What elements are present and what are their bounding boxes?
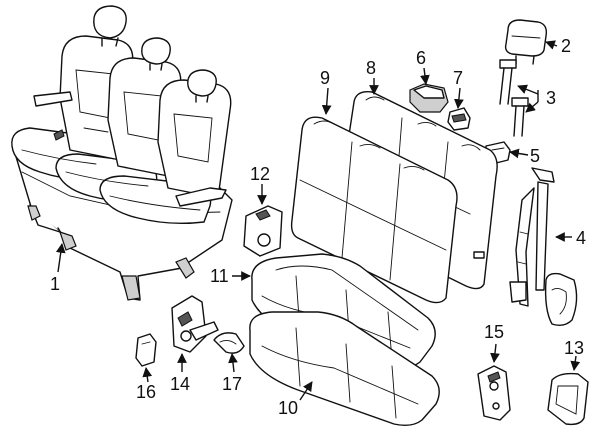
- callout-6: 6: [416, 48, 426, 68]
- trim-panel-illustration: [547, 372, 589, 426]
- callout-17: 17: [222, 374, 242, 394]
- callout-2: 2: [561, 36, 571, 56]
- callout-11: 11: [210, 266, 229, 286]
- latch-bracket-illustration: [477, 365, 511, 421]
- headrest-illustration: [504, 19, 548, 65]
- end-cap-illustration: [135, 333, 157, 367]
- callout-5: 5: [530, 146, 540, 166]
- callout-3: 3: [546, 88, 556, 108]
- callout-1: 1: [50, 274, 60, 294]
- headrest-guides-illustration: [499, 59, 529, 137]
- callout-8: 8: [366, 58, 376, 78]
- seat-cushion-frame-illustration: [249, 311, 440, 427]
- recliner-mechanism-illustration: [171, 295, 219, 353]
- callout-15: 15: [484, 322, 504, 342]
- cover-illustration: [409, 83, 449, 113]
- callout-16: 16: [136, 382, 156, 402]
- callout-13: 13: [564, 338, 584, 358]
- callout-10: 10: [278, 398, 298, 418]
- callout-14: 14: [170, 374, 190, 394]
- leader-lines: [55, 40, 581, 401]
- handle-illustration: [213, 332, 245, 354]
- seat-belt-illustration: [509, 167, 578, 327]
- seat-assembly-illustration: [11, 5, 233, 301]
- callout-4: 4: [576, 228, 586, 248]
- callout-7: 7: [453, 68, 463, 88]
- callout-12: 12: [250, 164, 270, 184]
- callout-labels: 1 2 3 4 5 6 7 8 9 10 11 12 13 14 15 16 1…: [50, 36, 586, 418]
- bracket-illustration: [447, 107, 471, 131]
- side-cover-illustration: [243, 205, 283, 257]
- callout-9: 9: [320, 68, 330, 88]
- seat-back-cover-illustration: [290, 116, 458, 304]
